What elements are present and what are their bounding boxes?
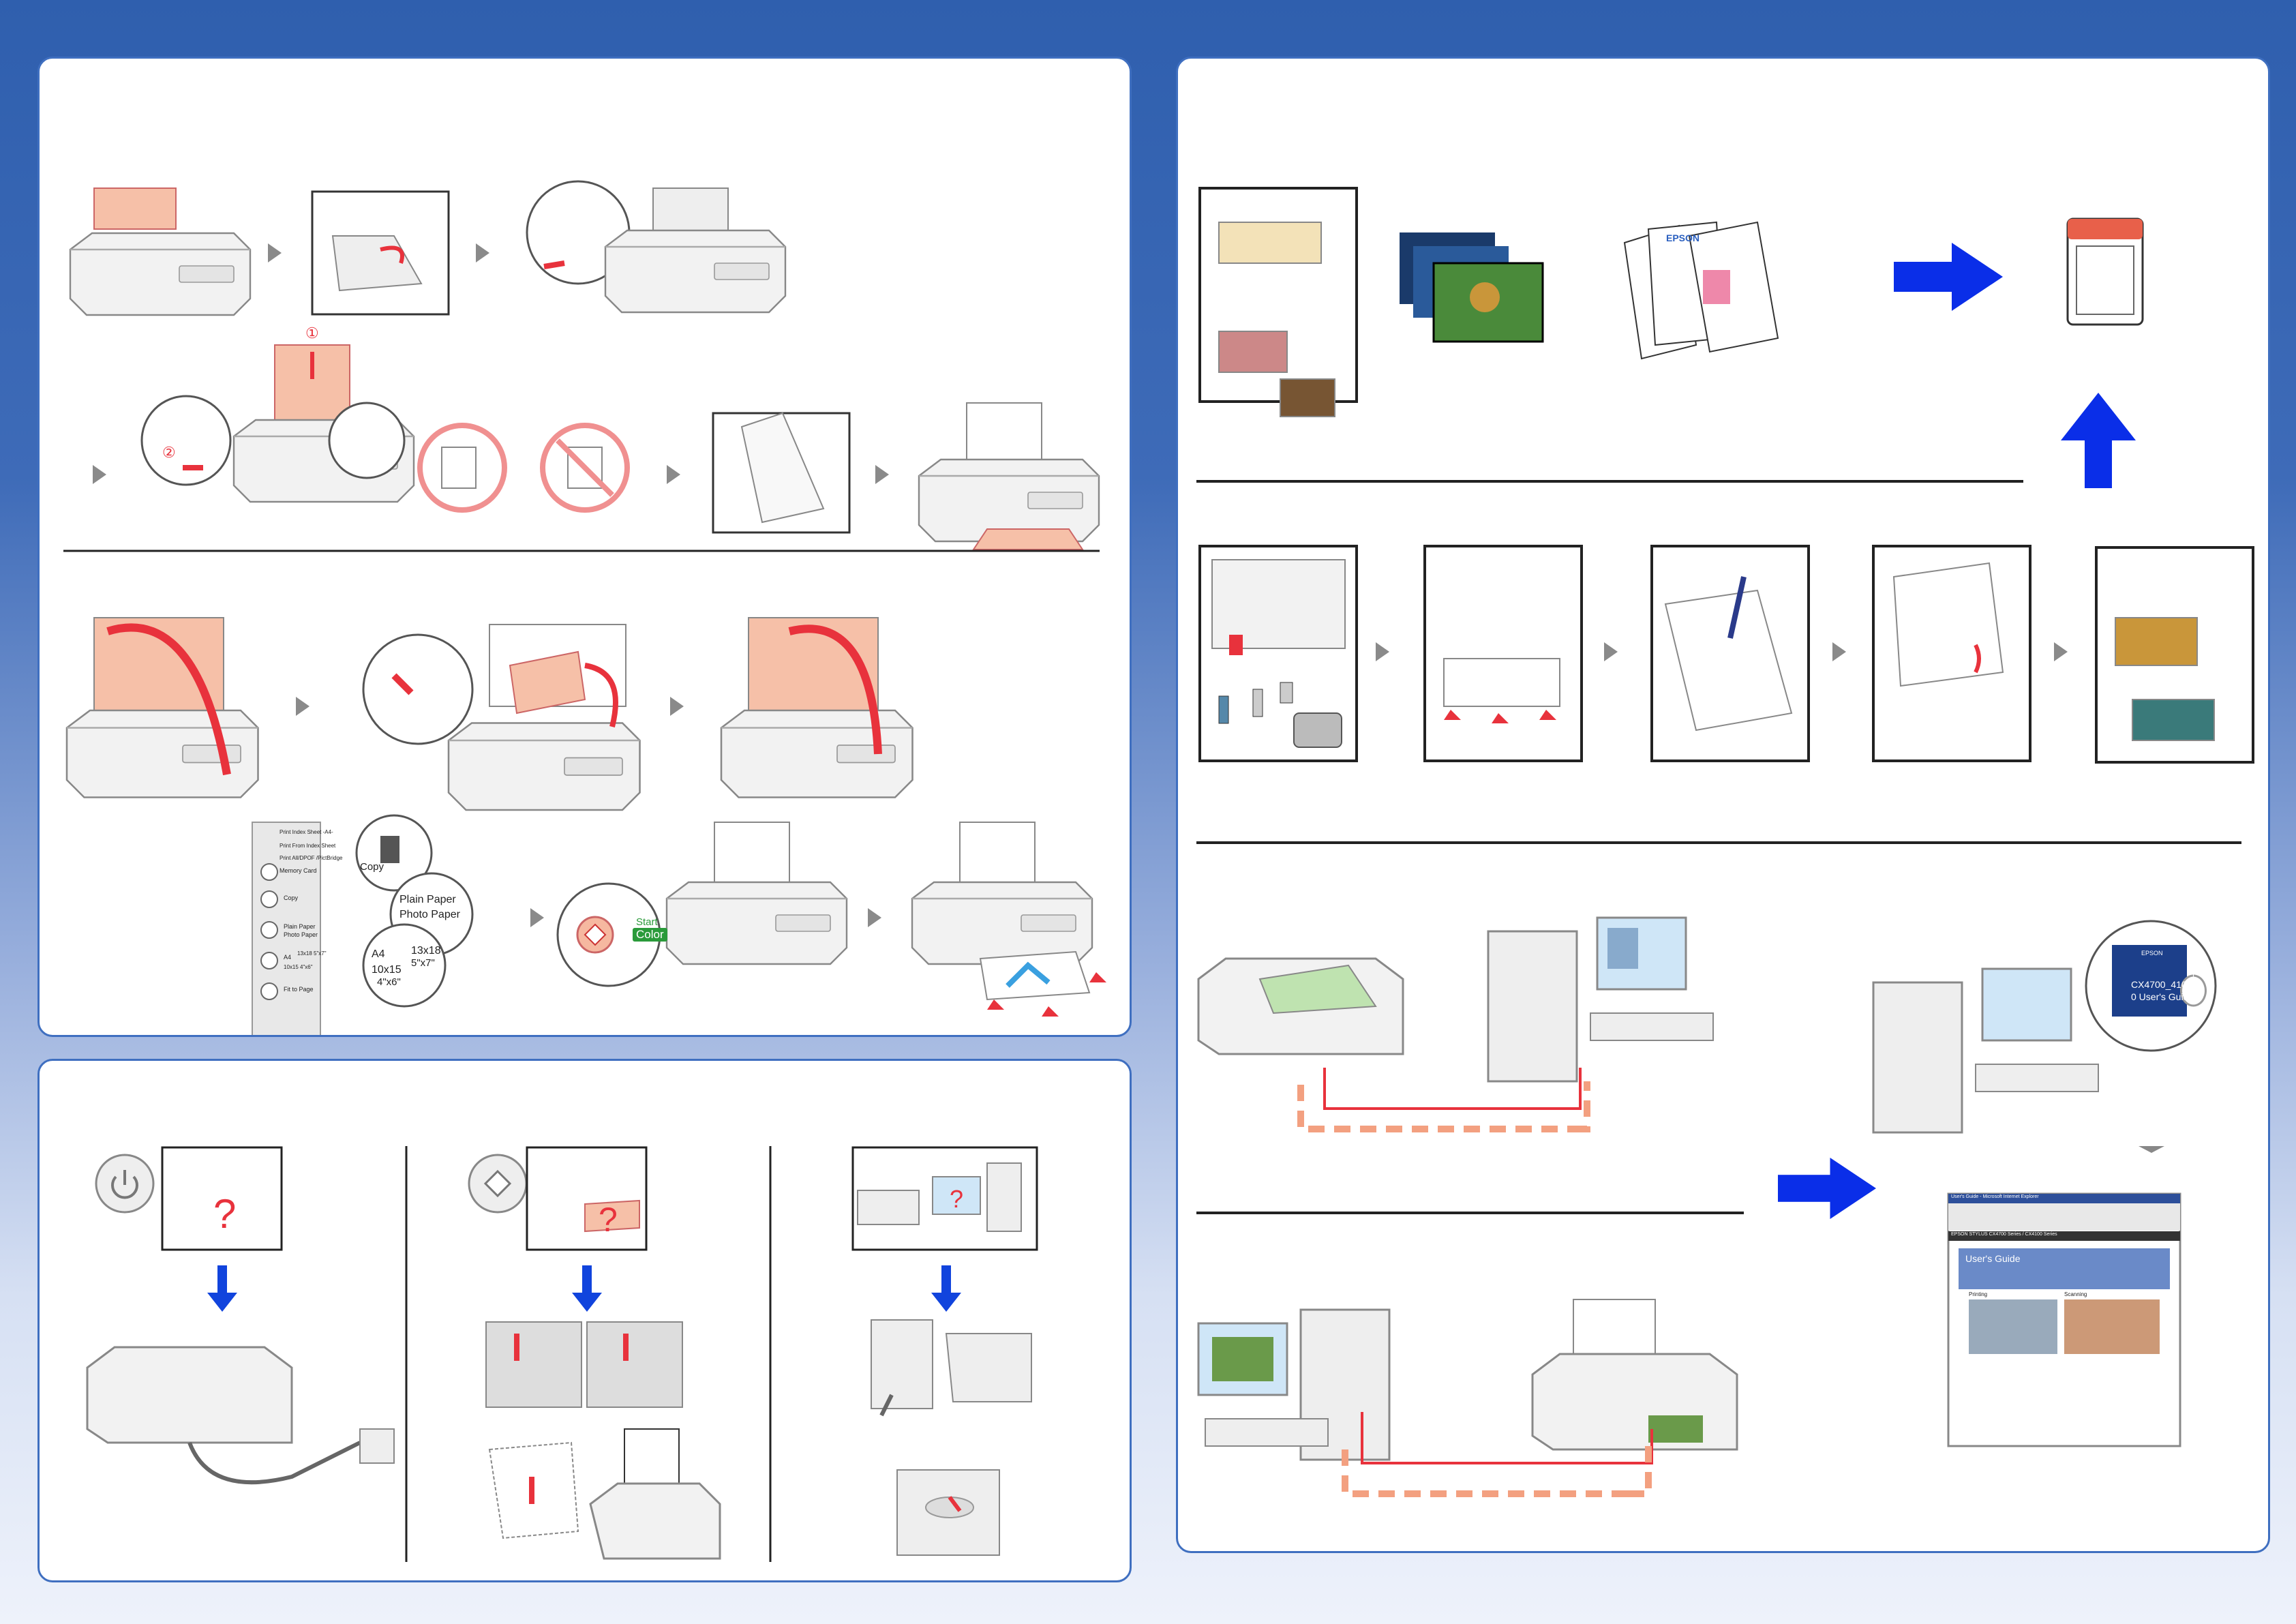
arrow-next xyxy=(1376,642,1389,661)
printing-output-step xyxy=(911,822,1106,1017)
cp-option-memory-card: Memory Card xyxy=(280,867,317,874)
step-mark-1: ① xyxy=(305,325,319,342)
cp-option-13x18: 13x18 5"x7" xyxy=(297,950,327,957)
epson-brand-mark: EPSON xyxy=(1666,232,1700,243)
printer-illustration xyxy=(665,822,848,965)
guide-icon-brand: EPSON xyxy=(2141,950,2163,957)
computer-illustration xyxy=(1487,916,1714,1083)
arrow-next xyxy=(1832,642,1846,661)
blue-arrow-right xyxy=(1894,243,2003,311)
memory-card-illustrations: EPSON xyxy=(1196,187,2254,1497)
power-error-box xyxy=(161,1146,283,1251)
memory-card-panel: EPSON xyxy=(1176,57,2270,1553)
document-stack-icon xyxy=(1623,221,1779,360)
step-load-printer-1 xyxy=(69,187,252,316)
blue-arrow-right xyxy=(1778,1158,1876,1219)
printer-illustration xyxy=(918,402,1100,550)
callout-size-13x18: 13x18 xyxy=(411,945,441,957)
callout-size-a4: A4 xyxy=(372,948,385,960)
cp-option-dpof: Print All/DPOF /PictBridge xyxy=(280,855,343,861)
browser-brand-line: EPSON STYLUS CX4700 Series / CX4100 Seri… xyxy=(1951,1232,2057,1237)
browser-link-scanning: Scanning xyxy=(2064,1291,2087,1297)
callout-plain-paper: Plain Paper xyxy=(399,894,456,905)
arrow-next xyxy=(93,465,106,484)
power-cable-illustration xyxy=(86,1346,395,1485)
cp-option-copy: Copy xyxy=(284,894,299,901)
reload-paper-illustration xyxy=(589,1428,721,1560)
user-guide-icon xyxy=(2112,945,2187,1017)
start-label: Start xyxy=(636,916,658,928)
computer-illustration xyxy=(1197,1308,1391,1461)
photo-stack-icon xyxy=(1400,232,1544,343)
troubleshooting-panel: ? ? ? xyxy=(37,1059,1132,1582)
guide-icon-title: 0 User's Guide xyxy=(2131,991,2194,1002)
arrow-next xyxy=(667,465,680,484)
cp-option-plain: Plain Paper xyxy=(284,923,316,930)
arrow-next xyxy=(670,697,684,716)
loading-copy-panel: ② ① xyxy=(37,57,1132,1037)
arrow-next xyxy=(268,243,282,262)
arrow-next xyxy=(2054,642,2068,661)
callout-size-5x7: 5"x7" xyxy=(411,957,435,969)
arrow-next xyxy=(530,908,544,927)
printer-illustration xyxy=(1531,1299,1738,1451)
browser-heading: User's Guide xyxy=(1965,1253,2021,1264)
callout-size-4x6: 4"x6" xyxy=(377,976,401,988)
cp-option-a4: A4 xyxy=(284,954,292,961)
cp-option-fit: Fit to Page xyxy=(284,986,314,993)
cartridge-step-1 xyxy=(485,1321,582,1408)
arrow-next xyxy=(296,697,309,716)
svg-text:?: ? xyxy=(213,1191,236,1237)
guide-icon-model: CX4700_410 xyxy=(2131,979,2187,990)
paper-size-callout xyxy=(362,923,447,1008)
memory-card-icon xyxy=(2066,217,2144,326)
svg-text:?: ? xyxy=(950,1185,963,1213)
callout-size-10x15: 10x15 xyxy=(372,964,402,976)
browser-link-printing: Printing xyxy=(1969,1291,1988,1297)
cp-option-photo: Photo Paper xyxy=(284,931,318,938)
paper-error-box xyxy=(526,1146,648,1251)
close-lid-step xyxy=(720,617,913,798)
arrow-next xyxy=(1604,642,1618,661)
cp-option-print-from-index: Print From Index Sheet xyxy=(280,843,336,849)
blue-arrow-up xyxy=(2061,393,2136,488)
browser-title: User's Guide - Microsoft Internet Explor… xyxy=(1951,1194,2039,1199)
printer-illustration xyxy=(604,187,787,314)
arrow-next xyxy=(476,243,489,262)
step-mark-2: ② xyxy=(162,444,176,461)
callout-copy-label: Copy xyxy=(360,861,384,873)
cartridge-step-2 xyxy=(586,1321,683,1408)
usb-cable-pc xyxy=(871,1319,933,1409)
svg-text:?: ? xyxy=(599,1201,618,1239)
loading-illustrations: ② ① xyxy=(63,180,1106,1035)
place-document-step xyxy=(447,624,641,811)
cp-option-10x15: 10x15 4"x6" xyxy=(284,964,313,970)
open-lid-step xyxy=(65,617,259,798)
arrow-next xyxy=(868,908,881,927)
troubleshooting-illustrations: ? ? ? xyxy=(86,1146,1038,1562)
color-label: Color xyxy=(633,928,667,942)
index-sheet-print-box xyxy=(1423,545,1583,762)
cp-option-index-sheet: Print Index Sheet -A4- xyxy=(280,829,333,835)
software-cd-illustration xyxy=(896,1469,1000,1556)
computer-illustration xyxy=(1872,967,2099,1134)
arrow-next xyxy=(875,465,889,484)
scanner-illustration xyxy=(1197,957,1404,1055)
callout-photo-paper: Photo Paper xyxy=(399,909,460,920)
